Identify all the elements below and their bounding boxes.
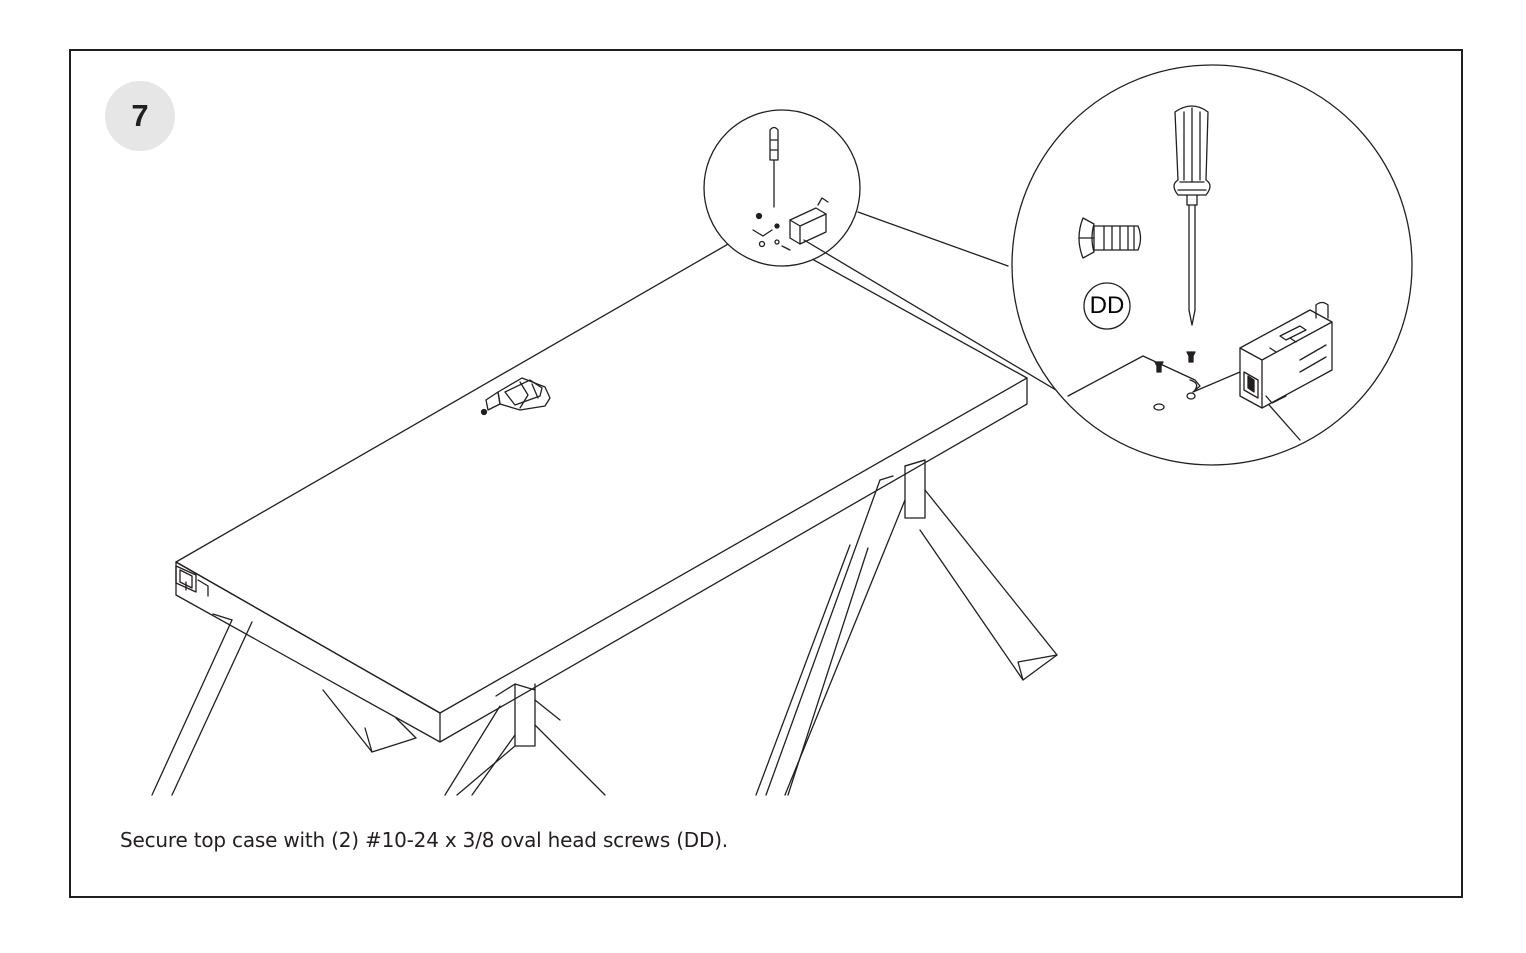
dd-label-wrap: DD <box>1084 291 1130 321</box>
detail-screws <box>1154 351 1196 373</box>
screw-icon <box>1078 217 1142 259</box>
leader-line-top <box>857 211 1009 267</box>
large-detail-circle <box>1011 64 1413 466</box>
center-bracket <box>480 377 551 416</box>
screwdriver-icon <box>1173 105 1211 326</box>
dd-label: DD <box>1089 292 1125 319</box>
step-badge: 7 <box>105 81 175 151</box>
leader-line-bottom <box>803 239 1067 397</box>
table-legs <box>151 459 1058 796</box>
instruction-text: Secure top case with (2) #10-24 x 3/8 ov… <box>120 828 728 852</box>
instruction-frame <box>69 49 1463 898</box>
small-detail-circle <box>703 109 861 267</box>
controller-box-icon <box>1239 301 1333 409</box>
dd-callout <box>1083 282 1131 330</box>
step-number: 7 <box>131 98 149 133</box>
desk-top <box>175 227 1028 743</box>
